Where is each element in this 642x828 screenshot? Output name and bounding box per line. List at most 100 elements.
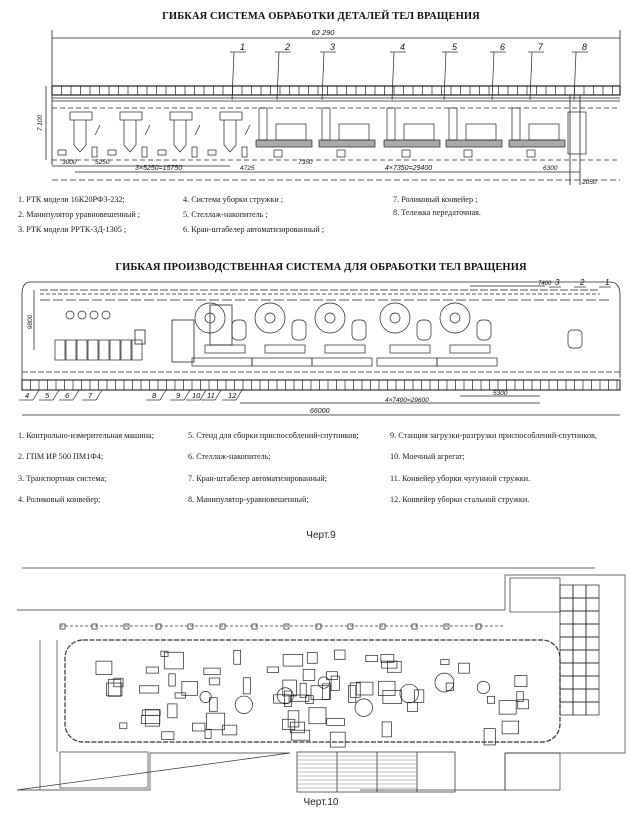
callout-leader (183, 389, 191, 401)
equipment (167, 703, 178, 719)
equipment (306, 652, 318, 664)
equipment (204, 728, 212, 739)
dim-29600: 4×7400=29600 (385, 397, 429, 404)
fig1-legend-8: 8. Тележка передаточная. (393, 208, 481, 217)
fig2-title: ГИБКАЯ ПРОИЗВОДСТВЕННАЯ СИСТЕМА ДЛЯ ОБРА… (115, 262, 527, 273)
storage-grid-cell (585, 662, 600, 677)
equipment-round (234, 695, 253, 714)
pallet (401, 149, 411, 158)
callout-leader (276, 51, 280, 101)
manipulator (244, 124, 251, 136)
storage-grid-cell (572, 636, 587, 651)
callout-leader (391, 51, 395, 101)
column (123, 623, 130, 630)
fixture-stand (65, 310, 75, 320)
fig3-caption: Черт.10 (303, 797, 339, 808)
chip-conveyor (311, 357, 373, 367)
equipment (113, 677, 124, 688)
equipment (514, 675, 528, 687)
storage-grid-cell (559, 584, 574, 599)
equipment (516, 691, 524, 702)
equipment (141, 709, 161, 716)
fig2-legend-8: 8. Манипулятор-уравновешенный; (188, 495, 309, 504)
rtk-3d-machine (275, 123, 307, 141)
equipment-round (354, 698, 373, 717)
gpm-spindle (449, 312, 461, 324)
callout-number: 10 (192, 391, 201, 400)
equipment (284, 690, 292, 707)
room-block (59, 751, 149, 789)
fig1-legend-4: 4. Система уборки стружки ; (183, 195, 284, 204)
callout-number: 11 (207, 391, 215, 400)
stand (511, 107, 521, 141)
fig2-legend-2: 2. ГПМ ИР 500 ПМ1Ф4; (18, 452, 104, 461)
gpm-machine (416, 319, 432, 341)
storage-grid-cell (572, 649, 587, 664)
manipulator (144, 124, 151, 136)
equipment (119, 722, 128, 730)
pallet (141, 146, 148, 158)
rtk-3d-machine (338, 123, 370, 141)
wash-unit (389, 344, 431, 354)
callout-number: 6 (500, 42, 505, 52)
callout-leader (199, 389, 207, 401)
callout-leader (235, 389, 243, 401)
equipment (407, 701, 418, 712)
fig2-legend-6: 6. Стеллаж-накопитель; (188, 452, 271, 461)
dim-9800: 9800 (27, 314, 34, 329)
storage-rack (120, 339, 132, 361)
equipment (140, 715, 161, 724)
callout-leader (95, 389, 103, 401)
callout-leader (52, 389, 60, 401)
storage-grid-cell (572, 623, 587, 638)
equipment (266, 666, 280, 673)
column (315, 623, 322, 630)
rtk-machine-head (119, 111, 143, 121)
storage-grid-cell (559, 662, 574, 677)
storage-grid-cell (559, 688, 574, 703)
equipment (242, 677, 251, 695)
building-outline (21, 281, 621, 380)
rtk-machine-head (219, 111, 243, 121)
equipment (299, 682, 307, 698)
fig2-legend-3: 3. Транспортная система; (18, 474, 107, 483)
equipment (106, 682, 123, 697)
wash-unit (449, 344, 491, 354)
equipment (174, 692, 186, 699)
equipment-round (434, 672, 455, 693)
equipment (233, 649, 241, 665)
callout-leader (231, 51, 235, 101)
equipment (498, 700, 517, 715)
equipment (381, 721, 392, 738)
gpm-rotary-table (379, 302, 411, 334)
rtk-machine-body (223, 120, 237, 153)
fig2-caption: Черт.9 (306, 530, 336, 541)
storage-grid-cell (585, 701, 600, 716)
fig2-legend-11: 11. Конвейер уборки чугунной стружки. (390, 474, 531, 483)
storage-grid-cell (572, 597, 587, 612)
fig2-legend-7: 7. Кран-штабелер автоматизированный; (188, 474, 327, 483)
equipment (329, 731, 346, 748)
callout-number: 4 (400, 42, 405, 52)
storage-grid-cell (572, 701, 587, 716)
equipment (290, 729, 311, 741)
equipment (349, 682, 361, 698)
column (347, 623, 354, 630)
equipment (222, 724, 238, 736)
equipment (144, 709, 160, 727)
stand (321, 107, 331, 141)
dim-4725: 4725 (240, 165, 255, 172)
pallet (191, 146, 198, 158)
callout-leader (72, 389, 80, 401)
equipment (160, 650, 169, 657)
equipment-round (399, 683, 419, 704)
gpm-spindle (264, 312, 276, 324)
equipment (289, 721, 305, 734)
gpm-rotary-table (439, 302, 471, 334)
gpm-spindle (324, 312, 336, 324)
equipment-round (317, 676, 330, 689)
storage-grid-cell (585, 649, 600, 664)
fig2-legend-12: 12. Конвейер уборки стальной стружки. (390, 495, 530, 504)
